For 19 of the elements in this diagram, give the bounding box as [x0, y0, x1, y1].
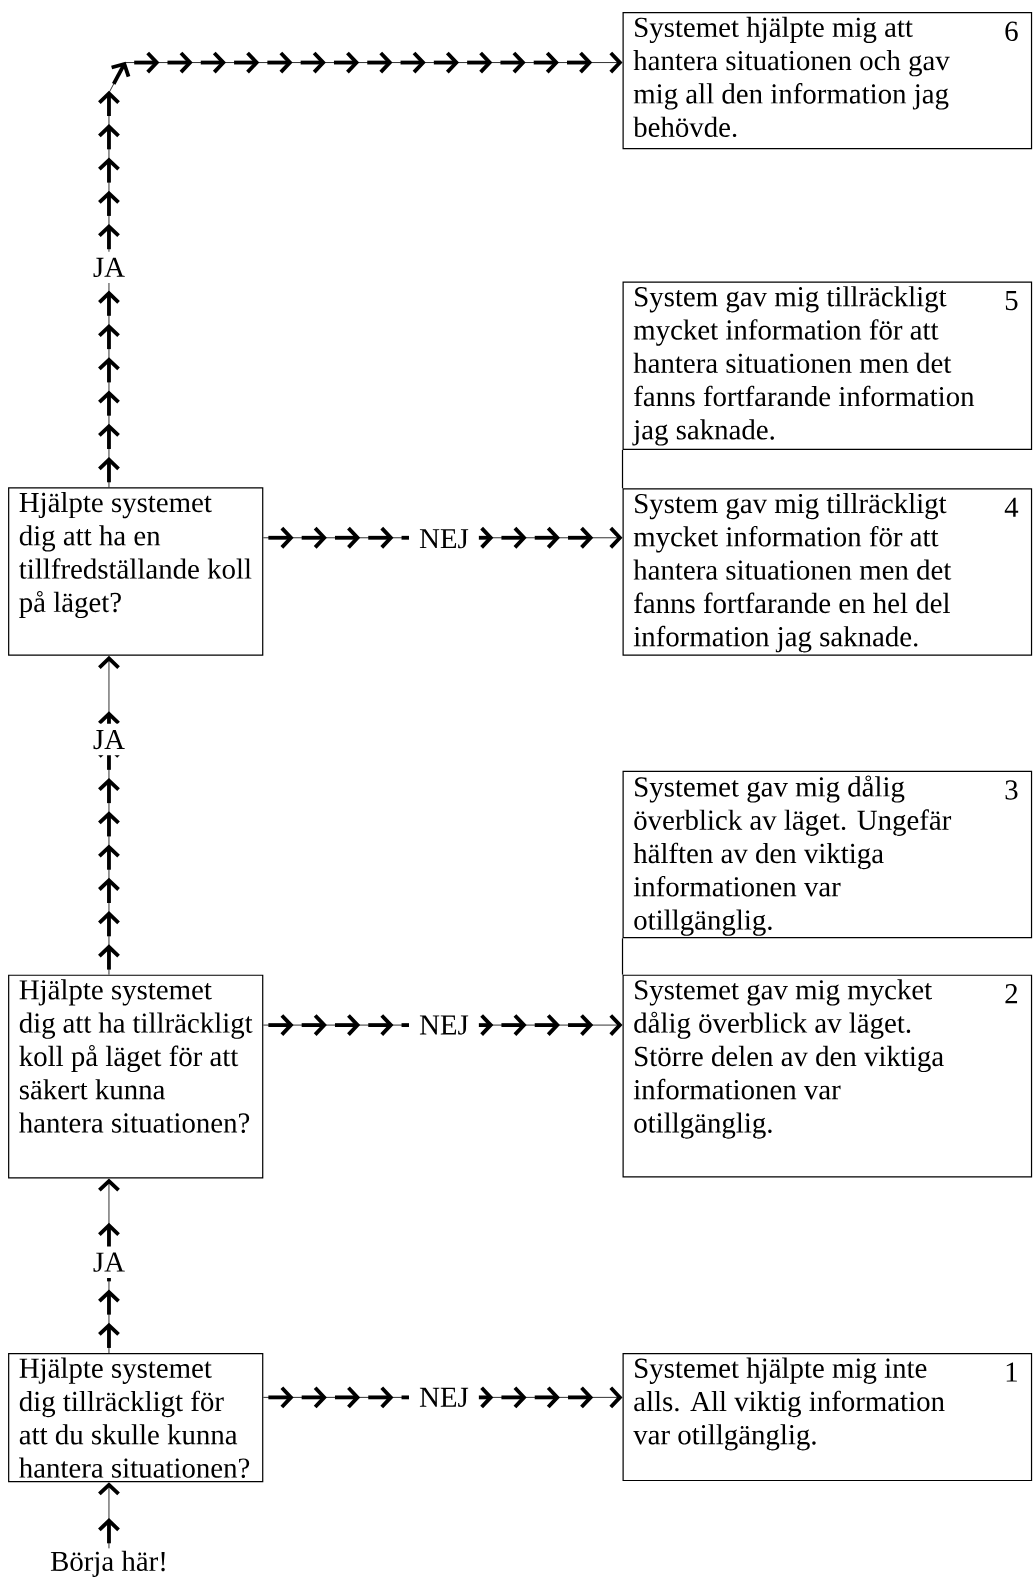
edge-label: JA — [82, 723, 135, 756]
score-number: 3 — [1005, 780, 1018, 800]
question-box: Hjälpte systemet dig tillräckligt för att du skulle kunna hantera situationen? — [8, 1353, 264, 1483]
edge-label: JA — [82, 251, 135, 284]
edge-label: NEJ — [408, 1381, 479, 1413]
score-number: 6 — [1005, 21, 1018, 41]
edge-label: JA — [82, 1246, 135, 1278]
score-number: 4 — [1004, 497, 1019, 517]
edge-label: NEJ — [408, 523, 479, 555]
start-label: Börja här! — [50, 1550, 165, 1577]
arrow — [98, 655, 120, 976]
score-number: 5 — [1005, 291, 1018, 311]
arrow — [98, 1482, 120, 1549]
question-box: Hjälpte systemet dig att ha tillräckligt koll på läget för att säkert kunna hantera situationen? — [8, 974, 264, 1179]
question-box: Hjälpte systemet dig att ha en tillfredställande koll på läget? — [8, 487, 264, 656]
score-number: 2 — [1005, 984, 1017, 1004]
edge-label: NEJ — [408, 1009, 479, 1041]
arrow — [98, 51, 623, 488]
score-number: 1 — [1006, 1362, 1017, 1382]
